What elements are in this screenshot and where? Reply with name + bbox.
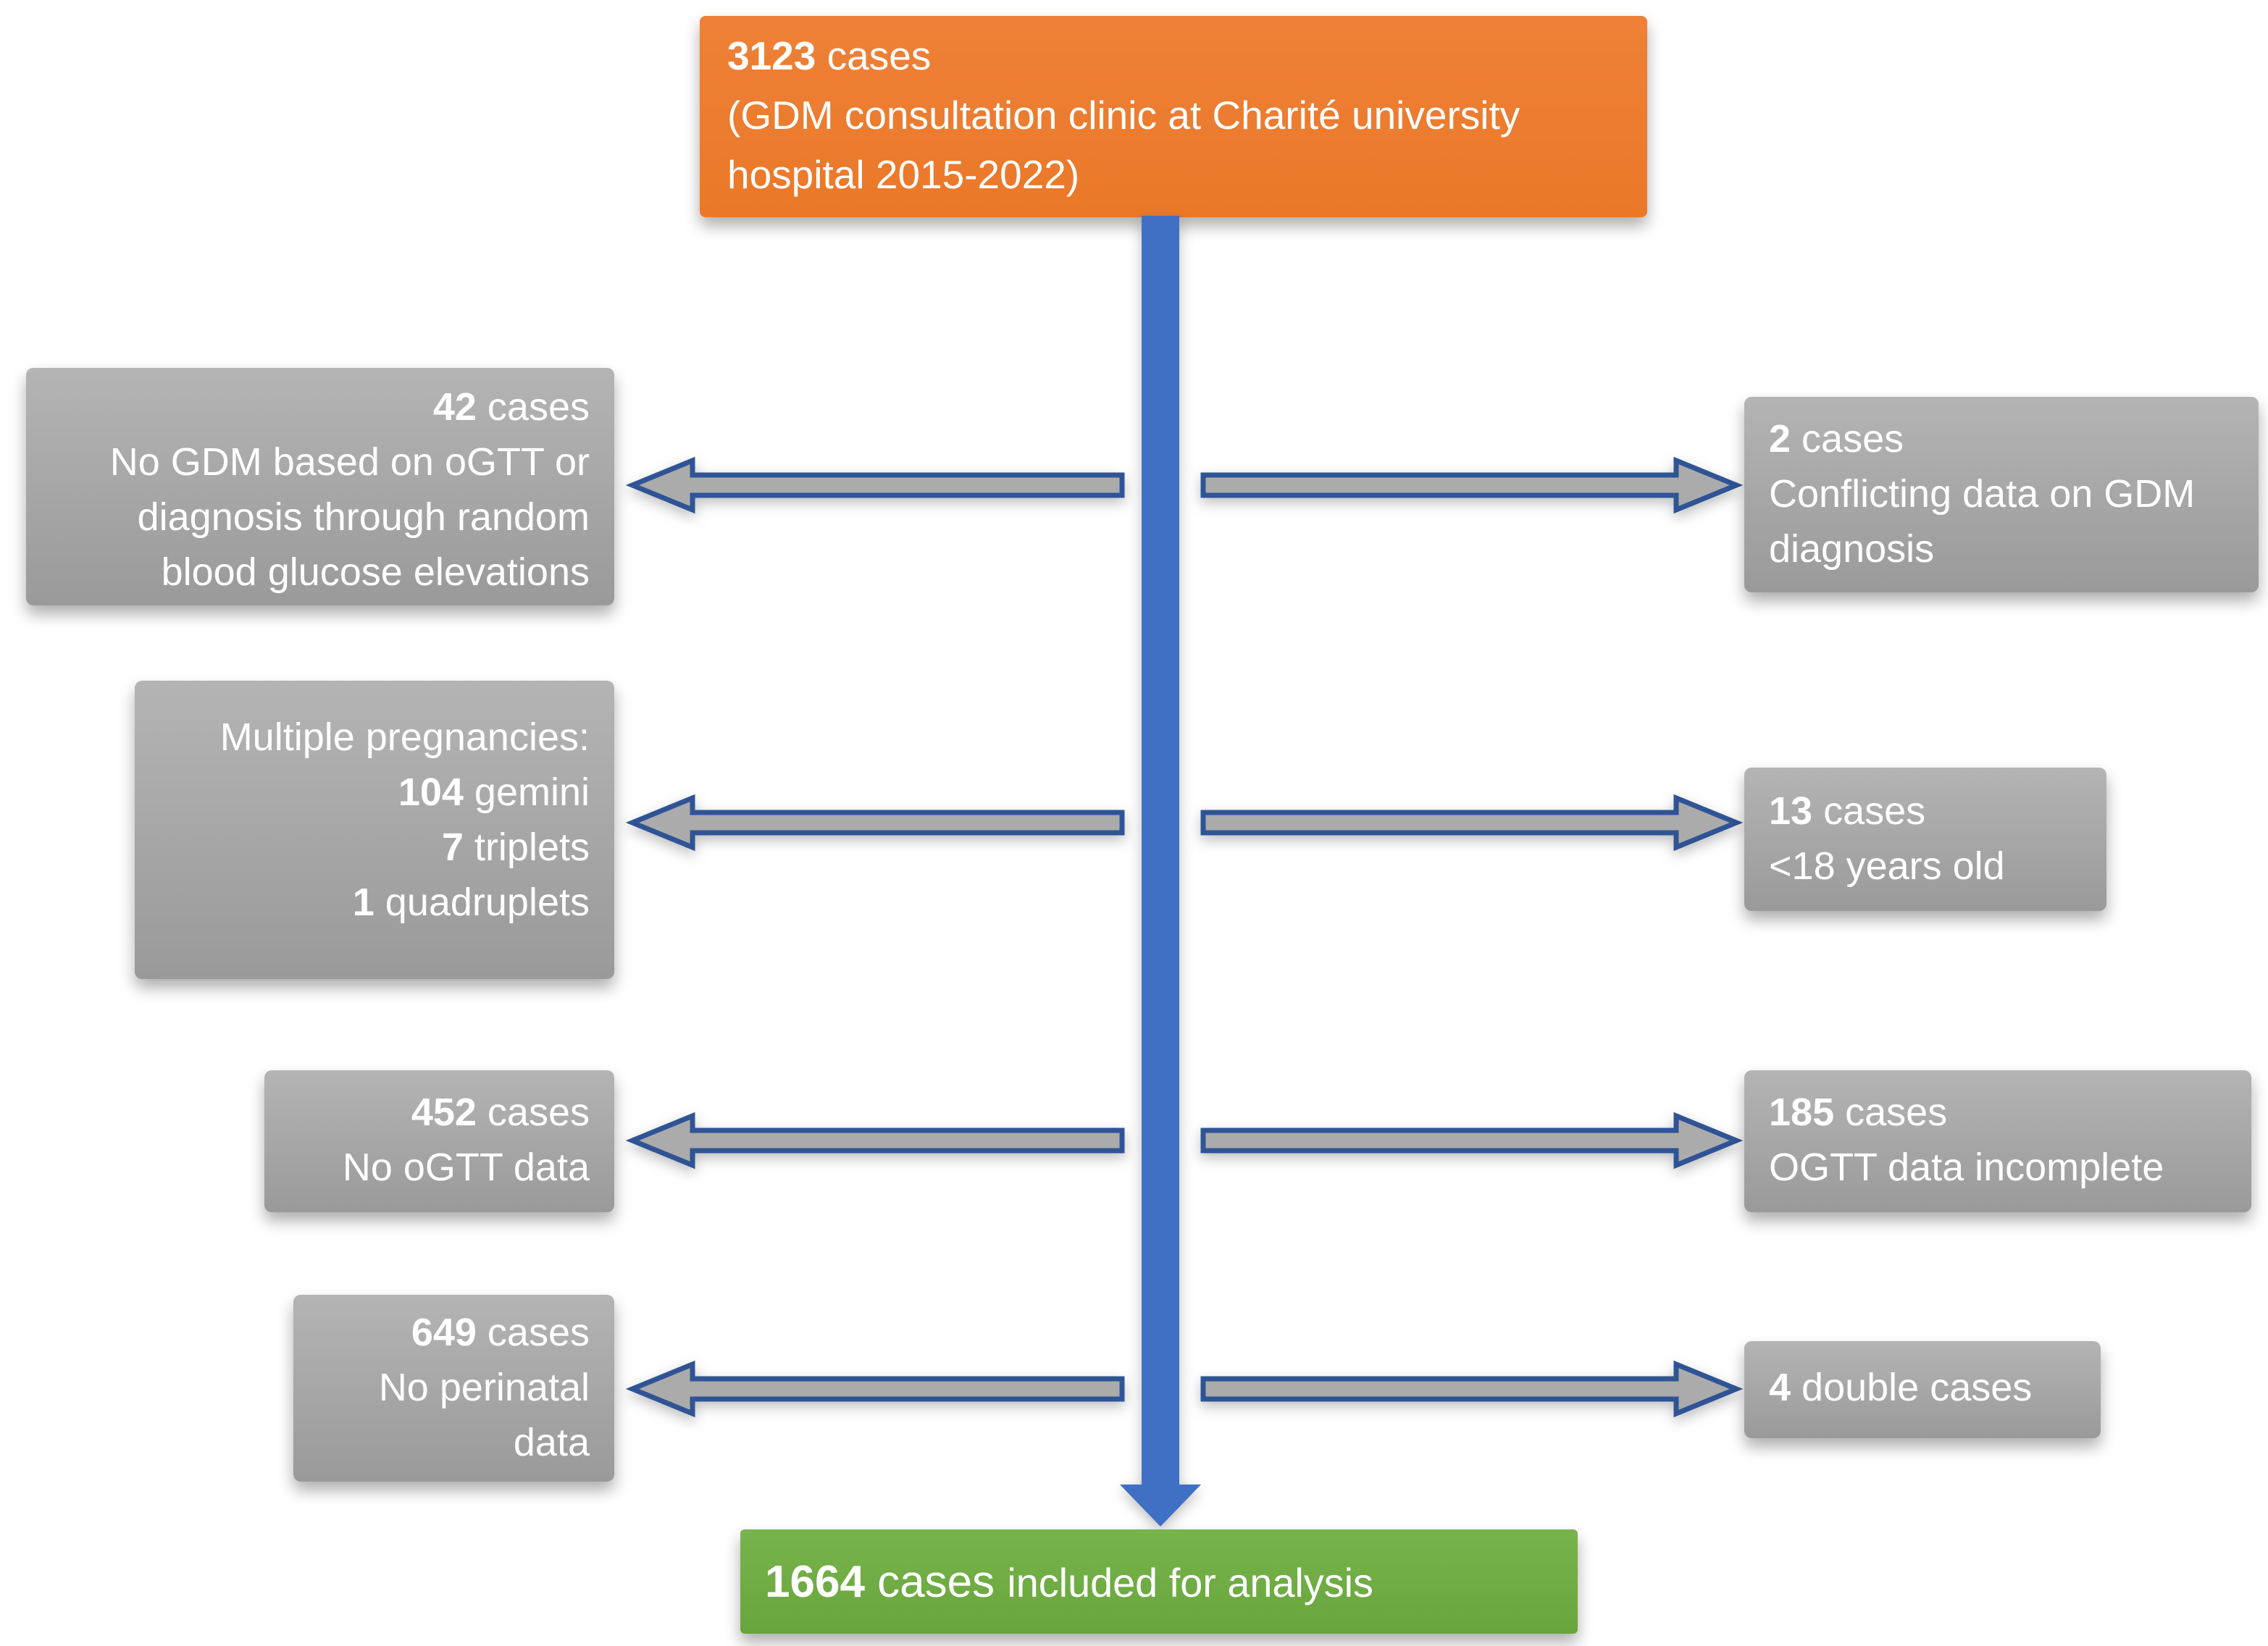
result-box: 1664 cases included for analysis: [740, 1529, 1578, 1634]
exclusion-left-arrow-icon: [625, 1360, 1125, 1418]
down-arrow-head: [1120, 1485, 1201, 1527]
exclusion-right-arrow-icon: [1200, 456, 1744, 514]
exclusion-right-arrow-icon: [1200, 794, 1744, 852]
excluded-box-under-18: 13 cases<18 years old: [1744, 768, 2106, 911]
exclusion-right-arrow-icon: [1200, 1360, 1744, 1418]
excluded-box-under-18-text: 13 cases<18 years old: [1769, 789, 2005, 888]
exclusion-left-arrow-icon: [625, 1112, 1125, 1170]
exclusion-right-arrow-icon: [1200, 1112, 1744, 1170]
exclusion-left-arrow-icon: [625, 456, 1125, 514]
result-box-text: 1664 cases included for analysis: [765, 1556, 1373, 1607]
source-box: 3123 cases(GDM consultation clinic at Ch…: [700, 16, 1647, 217]
source-box-text: 3123 cases(GDM consultation clinic at Ch…: [727, 33, 1520, 197]
excluded-box-double-cases: 4 double cases: [1744, 1341, 2101, 1438]
excluded-box-double-cases-text: 4 double cases: [1769, 1366, 2033, 1409]
main-flow-down-arrow-icon: [1120, 216, 1201, 1527]
down-arrow-shaft: [1142, 216, 1179, 1486]
exclusion-left-arrow-icon: [625, 794, 1125, 852]
